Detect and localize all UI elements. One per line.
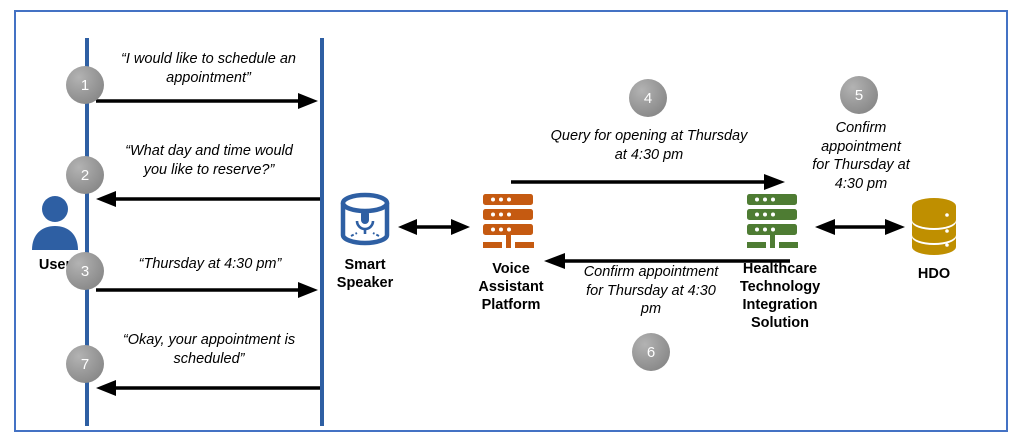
- server-stack-icon-voice-assistant: [477, 194, 545, 250]
- arrow-step-4: [511, 173, 785, 191]
- database-icon: [908, 197, 960, 255]
- lifeline-user: [85, 38, 89, 426]
- step-marker-1[interactable]: 1: [66, 66, 104, 104]
- step-marker-6[interactable]: 6: [632, 333, 670, 371]
- server-stack-icon-healthcare: [741, 194, 809, 250]
- step-marker-2[interactable]: 2: [66, 156, 104, 194]
- step-message-6: Confirm appointment for Thursday at 4:30…: [583, 264, 719, 318]
- step-marker-5[interactable]: 5: [840, 76, 878, 114]
- actor-label-smart-speaker: Smart Speaker: [336, 257, 394, 292]
- arrow-step-2: [96, 190, 320, 208]
- arrow-speaker-platform: [398, 218, 470, 236]
- step-message-1: “I would like to schedule an appointment…: [121, 51, 296, 86]
- step-message-5: Confirm appointment for Thursday at 4:30…: [812, 120, 910, 192]
- lifeline-smart-speaker: [320, 38, 324, 426]
- step-message-2: “What day and time would you like to res…: [125, 143, 293, 178]
- arrow-step-1: [96, 92, 318, 110]
- diagram-border: [14, 10, 1008, 432]
- actor-label-hdo: HDO: [917, 266, 951, 282]
- arrow-step-5: [815, 218, 905, 236]
- step-message-4: Query for opening at Thursday at 4:30 pm: [550, 128, 748, 163]
- step-marker-4[interactable]: 4: [629, 79, 667, 117]
- arrow-step-3: [96, 281, 318, 299]
- actor-label-voice-assistant-platform: Voice Assistant Platform: [478, 261, 544, 314]
- step-marker-3[interactable]: 3: [66, 252, 104, 290]
- arrow-step-7: [96, 379, 320, 397]
- actor-label-healthcare-tech-integration: Healthcare Technology Integration Soluti…: [739, 261, 821, 332]
- actor-label-user: User: [38, 257, 72, 273]
- step-message-3: “Thursday at 4:30 pm”: [138, 256, 282, 272]
- step-message-7: “Okay, your appointment is scheduled”: [122, 332, 296, 367]
- step-marker-7[interactable]: 7: [66, 345, 104, 383]
- person-icon: [24, 192, 86, 254]
- smart-speaker-icon: [337, 192, 393, 250]
- arrow-step-6: [544, 252, 790, 270]
